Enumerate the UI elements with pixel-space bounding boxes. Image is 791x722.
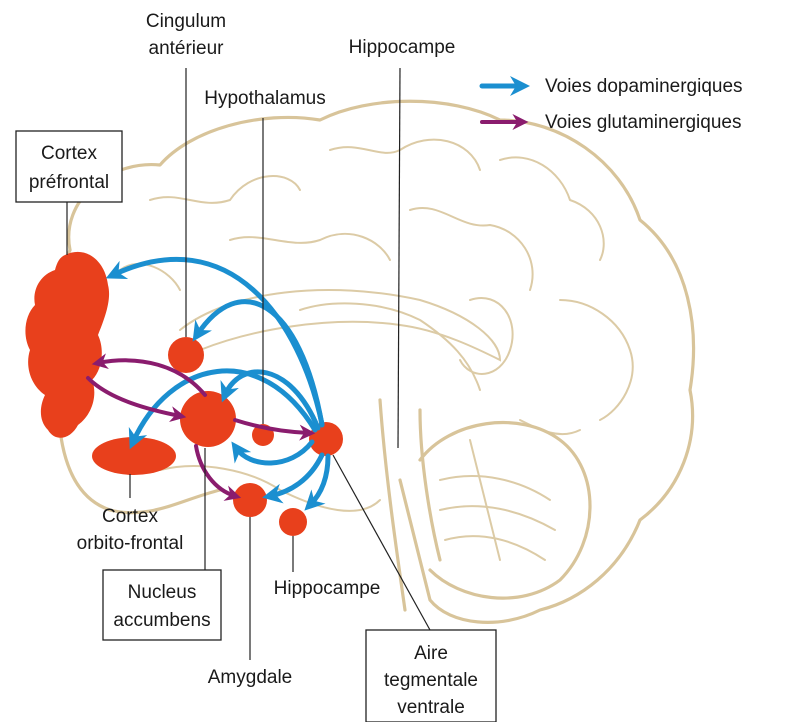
gluta-to-vta xyxy=(235,420,309,433)
label-aire-line3: ventrale xyxy=(397,697,465,718)
region-cortex-prefrontal xyxy=(25,252,109,438)
dopa-to-hypothalamus xyxy=(236,442,312,463)
label-nucleus-line1: Nucleus xyxy=(128,582,197,603)
region-amygdale xyxy=(233,483,267,517)
label-hippocampe-bottom: Hippocampe xyxy=(274,578,381,599)
legend-glutaminergic-label: Voies glutaminergiques xyxy=(545,112,741,133)
label-cortex-prefrontal-line2: préfrontal xyxy=(29,172,109,193)
label-nucleus-line2: accumbens xyxy=(113,610,210,631)
legend: Voies dopaminergiques Voies glutaminergi… xyxy=(482,76,743,133)
label-hippocampe-top: Hippocampe xyxy=(349,37,456,58)
region-hippocampe xyxy=(279,508,307,536)
label-hypothalamus: Hypothalamus xyxy=(204,88,325,109)
label-cortex-orbito-line1: Cortex xyxy=(102,506,158,527)
region-nucleus-accumbens xyxy=(180,391,236,447)
label-cingulum-line1: Cingulum xyxy=(146,11,226,32)
legend-dopaminergic-label: Voies dopaminergiques xyxy=(545,76,743,97)
gluta-to-amygdale xyxy=(196,446,235,496)
label-aire-line1: Aire xyxy=(414,643,448,664)
label-cortex-prefrontal-line1: Cortex xyxy=(41,143,97,164)
label-cingulum-line2: antérieur xyxy=(149,38,225,59)
label-aire-line2: tegmentale xyxy=(384,670,478,691)
label-cortex-orbito-line2: orbito-frontal xyxy=(77,533,184,554)
label-amygdale: Amygdale xyxy=(208,667,293,688)
region-cingulum-anterieur xyxy=(168,337,204,373)
